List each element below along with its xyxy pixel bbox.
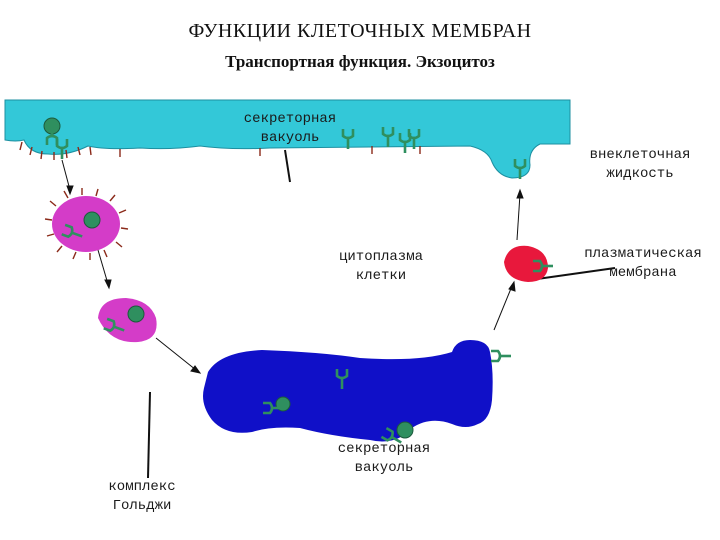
flow-arrows [61,159,524,374]
membrane-coat-dots [19,141,421,160]
fusing-vesicle-top [43,117,69,161]
coated-vesicle [44,188,129,260]
page-subtitle: Транспортная функция. Экзоцитоз [225,52,495,71]
golgi-cargo [261,349,513,449]
page-title: ФУНКЦИИ КЛЕТОЧНЫХ МЕМБРАН [188,20,532,42]
secretory-vesicle-golgi [98,298,157,343]
extracellular-fluid [4,99,571,179]
golgi-complex [203,340,493,442]
secretory-vesicle-red [504,245,555,282]
